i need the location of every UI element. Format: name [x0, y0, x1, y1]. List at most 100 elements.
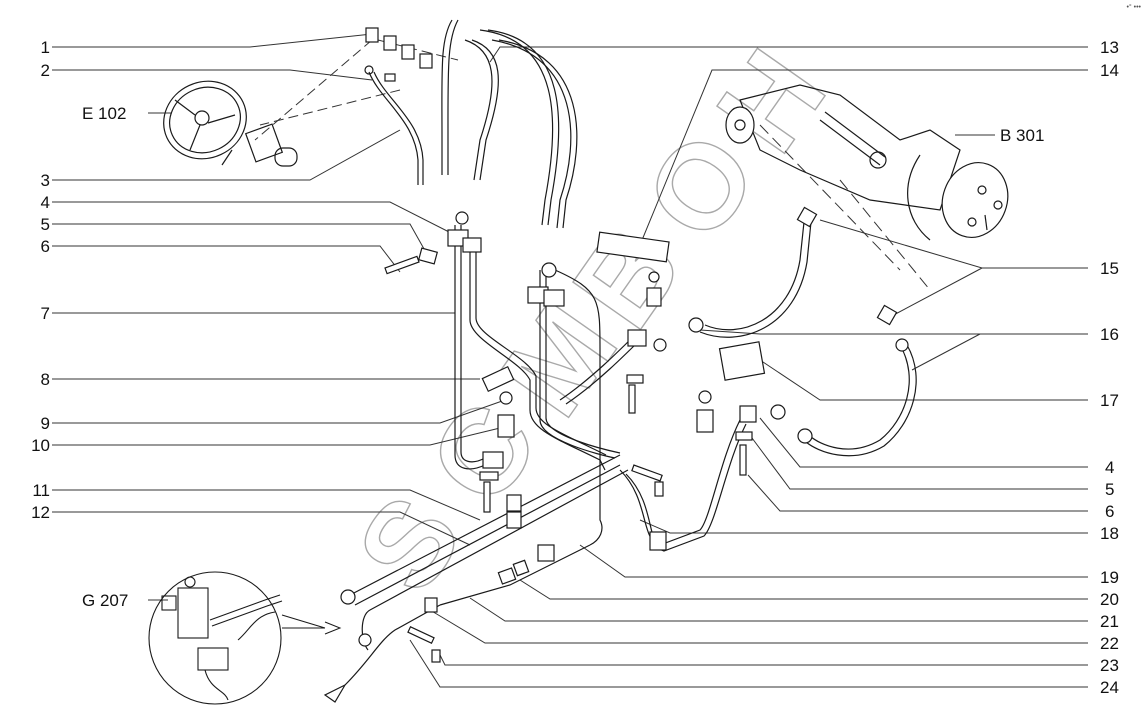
watermark-letter: S [332, 472, 488, 614]
callout-14: 14 [1100, 61, 1119, 80]
callout-4: 4 [40, 193, 50, 212]
washer [648, 271, 660, 283]
callout-2: 2 [40, 61, 50, 80]
nut [358, 633, 372, 647]
bolt-10 [497, 414, 515, 438]
bracket-17 [718, 341, 766, 381]
assembly-guide [839, 179, 931, 291]
clamp [506, 494, 522, 512]
leader-15b [887, 267, 983, 319]
corner-mark: •° ••• [1126, 4, 1141, 11]
coupling-20 [497, 567, 517, 585]
clamp [537, 544, 555, 562]
callout-23: 23 [1100, 656, 1119, 675]
callout-11: 11 [32, 481, 50, 500]
bolt [483, 481, 491, 513]
reference-b301: B 301 [1000, 126, 1045, 145]
hose-fittings [364, 27, 433, 82]
callout-13: 13 [1100, 38, 1119, 57]
leader-10 [52, 427, 501, 446]
callout-19: 19 [1100, 568, 1119, 587]
leader-19 [579, 544, 1088, 578]
leader-13 [489, 46, 1088, 63]
bolt [739, 444, 747, 476]
callout-5: 5 [40, 215, 50, 234]
leader-22 [429, 609, 1088, 644]
bracket-8 [481, 365, 515, 393]
callout-7: 7 [40, 304, 50, 323]
steering-axle [725, 84, 1009, 241]
leader-5-right [751, 437, 1088, 490]
callout-4-right: 4 [1105, 458, 1115, 477]
steering-wheel-assembly [163, 80, 298, 167]
coupling-20 [512, 559, 530, 577]
callout-10: 10 [31, 436, 50, 455]
bolt [628, 384, 636, 414]
clamp [462, 237, 482, 253]
leader-12 [52, 511, 471, 546]
callout-22: 22 [1100, 634, 1119, 653]
reference-g207: G 207 [82, 591, 129, 610]
washer [698, 390, 712, 404]
assembly-guide [259, 89, 401, 126]
callout-12: 12 [31, 503, 50, 522]
watermark: SCMBOH [331, 26, 852, 615]
loop-end [323, 683, 347, 703]
clamp [649, 531, 667, 551]
callout-5-right: 5 [1105, 480, 1115, 499]
nut [770, 404, 786, 420]
bolt [646, 287, 662, 307]
leader-21 [469, 597, 1088, 622]
callout-16: 16 [1100, 325, 1119, 344]
assembly-guide [377, 39, 459, 61]
leader-5 [52, 223, 429, 257]
plate [654, 481, 664, 497]
valve-block-detail [148, 571, 342, 705]
washer-9 [499, 391, 513, 405]
leader-24 [409, 639, 1088, 688]
hydraulic-hoses [368, 19, 917, 457]
nut [541, 262, 557, 278]
callout-9: 9 [40, 414, 50, 433]
reference-e102: E 102 [82, 104, 127, 123]
nut [340, 589, 356, 605]
leader-14 [639, 69, 1088, 246]
leader-9 [52, 399, 506, 424]
bracket-14 [596, 231, 670, 263]
callout-15: 15 [1100, 259, 1119, 278]
clamp [739, 405, 757, 423]
clamp [627, 329, 647, 347]
clamp-22 [424, 597, 438, 613]
callout-18: 18 [1100, 524, 1119, 543]
clamps-bolts-brackets [323, 206, 909, 703]
leader-2 [52, 69, 373, 81]
clamp [543, 289, 565, 307]
leader-6 [52, 245, 401, 273]
callout-6-right: 6 [1105, 502, 1115, 521]
leader-3 [52, 129, 401, 181]
callout-6: 6 [40, 237, 50, 256]
plate [626, 374, 644, 384]
bolt [384, 255, 420, 275]
assembly-guide [254, 39, 373, 141]
callout-20: 20 [1100, 590, 1119, 609]
callout-21: 21 [1100, 612, 1119, 631]
callout-1: 1 [40, 38, 50, 57]
plate [417, 247, 439, 265]
leader-1 [52, 33, 373, 48]
callout-3: 3 [40, 171, 50, 190]
leader-23 [439, 654, 1088, 666]
callout-8: 8 [40, 370, 50, 389]
leader-17 [759, 359, 1088, 401]
plate [735, 431, 753, 441]
leader-20 [519, 579, 1088, 600]
bolt [631, 464, 663, 482]
assembly-guide [759, 124, 901, 271]
bolt [696, 409, 714, 433]
leader-16a [699, 329, 1088, 335]
nut [653, 338, 667, 352]
nut [455, 211, 469, 225]
leader-16b [911, 333, 981, 371]
